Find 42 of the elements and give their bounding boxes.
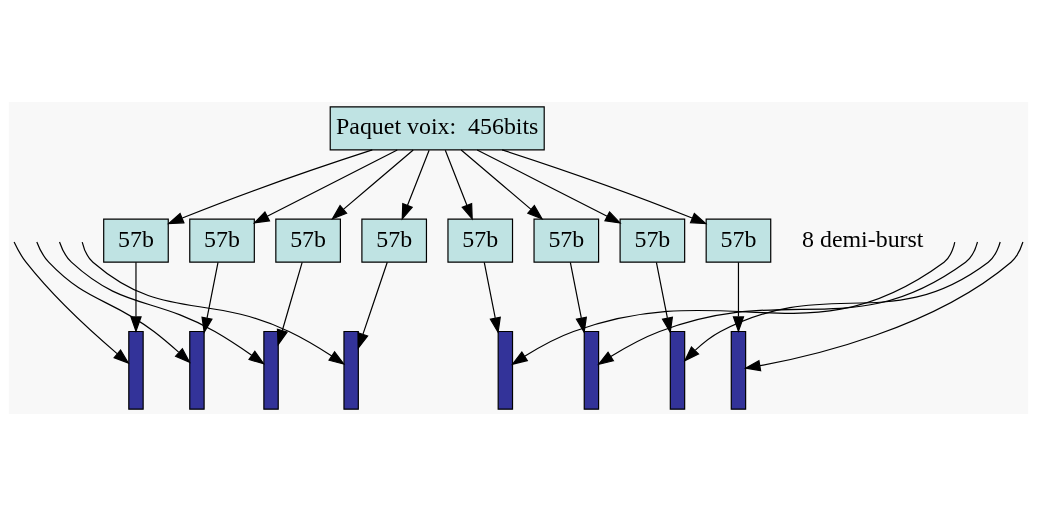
node-box: 57b	[275, 218, 341, 263]
arrow	[732, 261, 745, 333]
arrow	[252, 148, 398, 224]
arrow	[36, 240, 191, 363]
arrow	[167, 148, 373, 224]
node-bar	[583, 330, 600, 410]
arrow	[81, 240, 346, 365]
arrow	[483, 261, 501, 334]
node-box: 57b	[533, 218, 600, 263]
arrow	[683, 240, 1001, 362]
arrow	[597, 240, 979, 365]
arrow	[201, 261, 219, 334]
arrow	[501, 148, 708, 224]
node-bar	[669, 330, 686, 410]
arrow	[130, 261, 142, 333]
arrow	[476, 148, 622, 224]
node-bar	[497, 330, 514, 410]
node-box: 57b	[705, 218, 772, 263]
arrow	[569, 261, 587, 334]
arrow	[401, 149, 430, 221]
node-box: 57b	[189, 218, 255, 263]
node-bar	[730, 330, 747, 410]
arrow	[444, 149, 473, 221]
node-box: 57b	[103, 218, 169, 263]
arrow	[511, 240, 956, 365]
arrow	[460, 148, 544, 220]
node-box: Paquet voix: 456bits	[329, 105, 545, 150]
arrow	[331, 148, 414, 220]
node-bar	[263, 330, 279, 410]
arrow	[743, 240, 1024, 371]
node-box: 57b	[447, 218, 514, 263]
label: 8 demi-burst	[802, 225, 924, 252]
arrow	[357, 261, 388, 350]
node-bar	[343, 330, 359, 410]
arrow	[13, 240, 130, 364]
arrow	[58, 240, 266, 365]
arrow	[655, 261, 674, 334]
node-box: 57b	[361, 218, 428, 263]
node-bar	[189, 330, 205, 410]
node-box: 57b	[619, 218, 686, 263]
arrow	[276, 261, 303, 346]
node-bar	[128, 330, 144, 410]
